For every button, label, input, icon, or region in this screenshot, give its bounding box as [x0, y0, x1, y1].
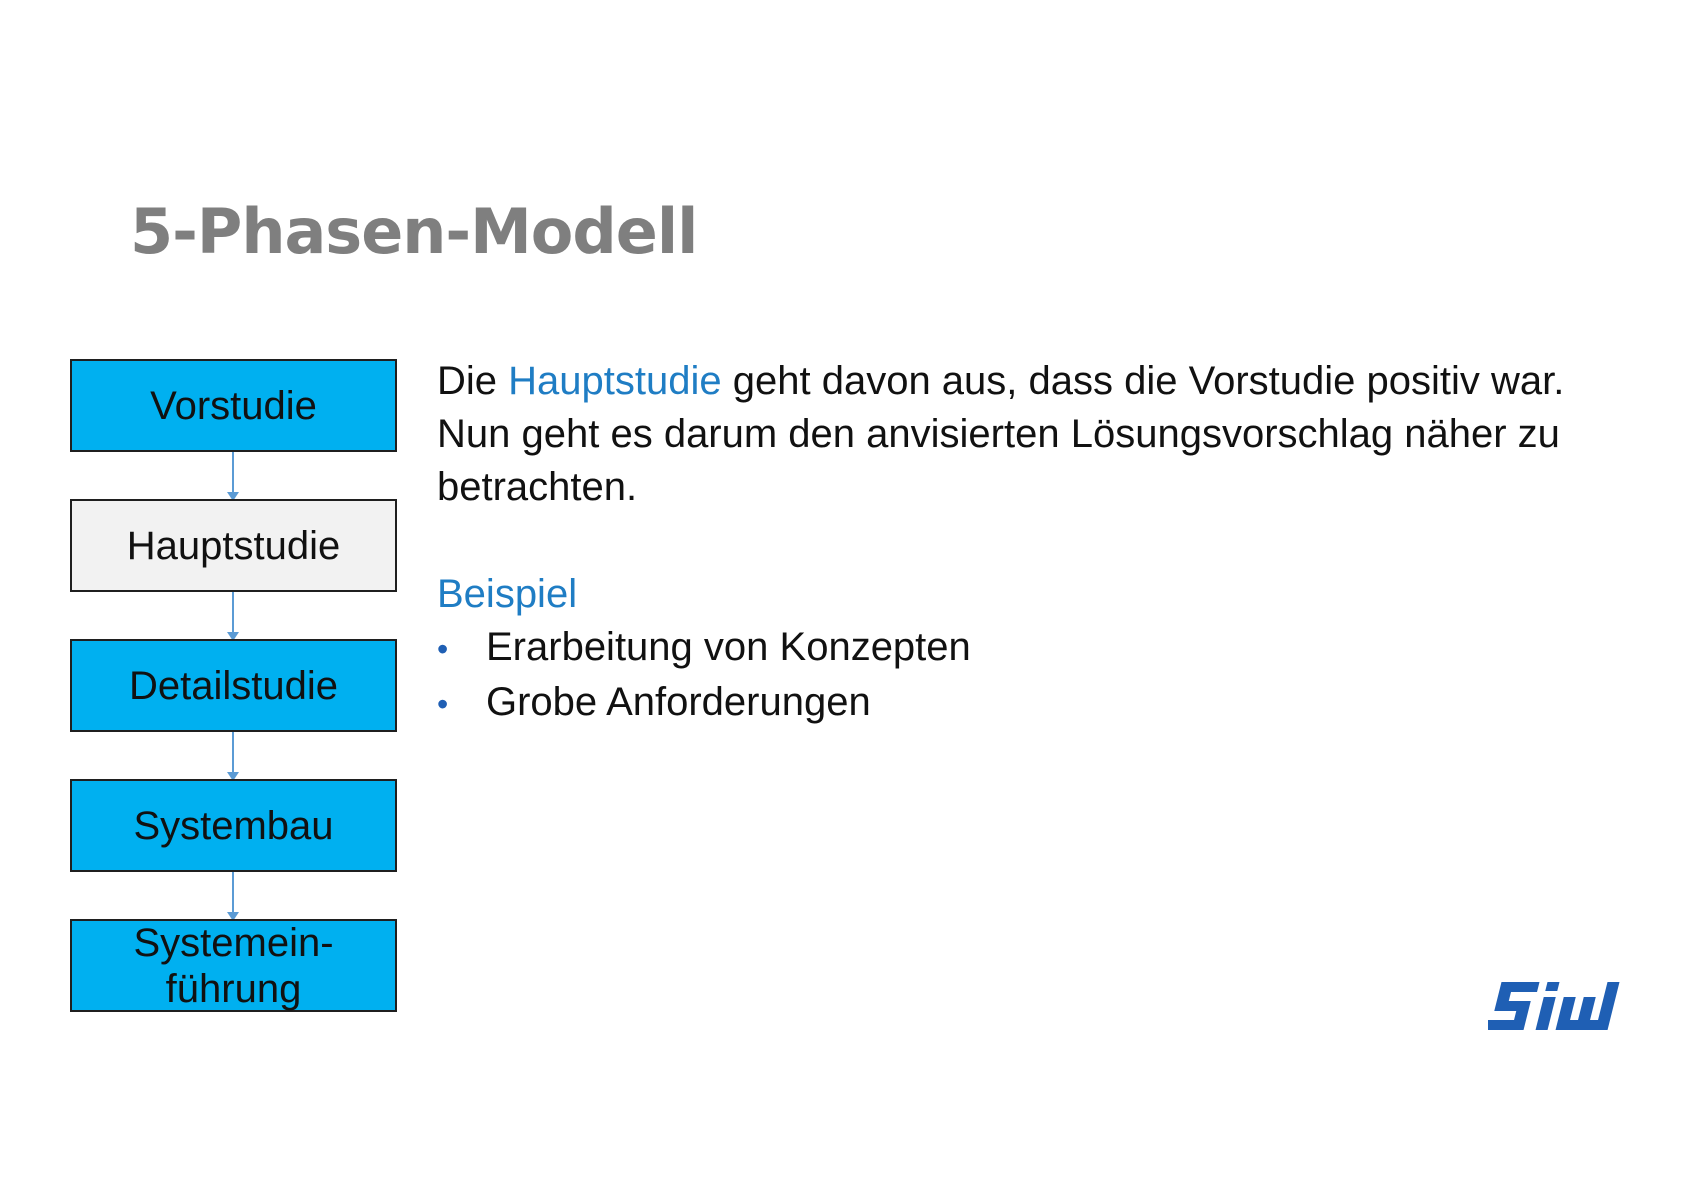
example-bullet-list: • Erarbeitung von Konzepten • Grobe Anfo… — [437, 621, 971, 731]
phase-connector-arrow — [227, 872, 239, 921]
phase-label: Detailstudie — [128, 663, 338, 708]
arrow-down-icon — [227, 632, 239, 641]
phase-systemeinfuehrung[interactable]: Systemein- führung — [70, 919, 397, 1012]
phase-connector-arrow — [227, 732, 239, 781]
description-paragraph: Die Hauptstudie geht davon aus, dass die… — [437, 355, 1587, 514]
phase-label: Systemein- führung — [133, 920, 334, 1011]
phase-label: Systembau — [133, 803, 334, 848]
arrow-down-icon — [227, 492, 239, 501]
list-item: • Erarbeitung von Konzepten — [437, 621, 971, 676]
highlighted-term: Hauptstudie — [508, 359, 722, 403]
list-item-text: Erarbeitung von Konzepten — [486, 625, 971, 669]
siw-logo-icon — [1488, 982, 1620, 1030]
phase-label: Vorstudie — [150, 383, 317, 428]
bullet-icon: • — [437, 631, 449, 667]
list-item-text: Grobe Anforderungen — [486, 680, 871, 724]
phase-detailstudie[interactable]: Detailstudie — [70, 639, 397, 732]
arrow-down-icon — [227, 772, 239, 781]
list-item: • Grobe Anforderungen — [437, 676, 971, 731]
phase-hauptstudie[interactable]: Hauptstudie — [70, 499, 397, 592]
phase-vorstudie[interactable]: Vorstudie — [70, 359, 397, 452]
phase-connector-arrow — [227, 592, 239, 641]
bullet-icon: • — [437, 686, 449, 722]
arrow-down-icon — [227, 912, 239, 921]
example-heading: Beispiel — [437, 572, 578, 616]
phase-connector-arrow — [227, 452, 239, 501]
intro-rest: geht davon aus, dass die Vorstudie posit… — [437, 359, 1565, 509]
slide-title: 5-Phasen-Modell — [130, 195, 698, 268]
intro-prefix: Die — [437, 359, 509, 403]
phase-systembau[interactable]: Systembau — [70, 779, 397, 872]
phase-label: Hauptstudie — [126, 523, 341, 568]
